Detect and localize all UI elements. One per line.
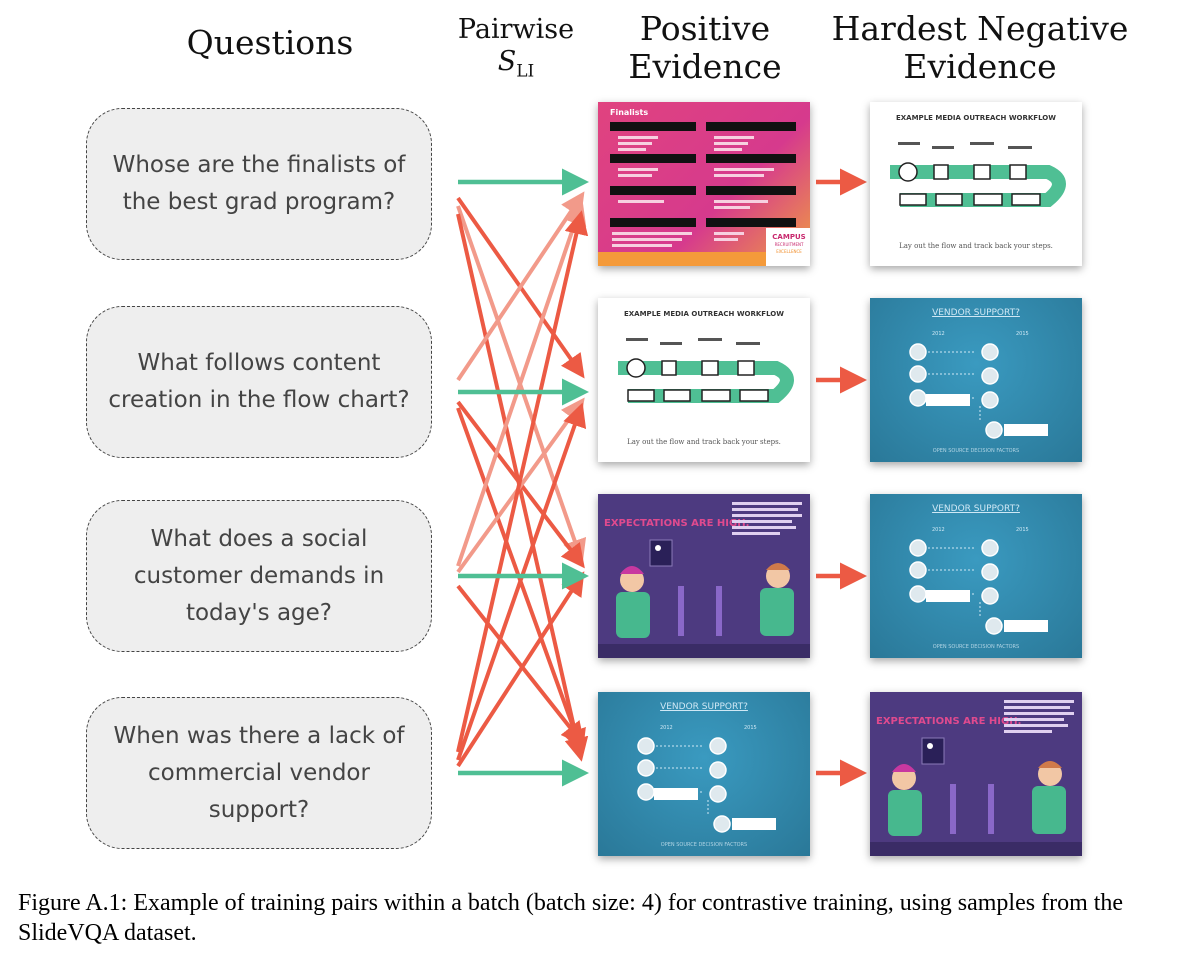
workflow-slide-title-neg: EXAMPLE MEDIA OUTREACH WORKFLOW — [896, 114, 1056, 122]
positive-arrows — [458, 168, 589, 787]
question-text-2: What follows content creation in the flo… — [108, 350, 410, 413]
figure-caption: Figure A.1: Example of training pairs wi… — [18, 890, 1124, 946]
vendor-slide-title-3: VENDOR SUPPORT? — [932, 504, 1020, 514]
vendor-slide-footer-1: OPEN SOURCE DECISION FACTORS — [660, 842, 748, 848]
negative-slide-2: VENDOR SUPPORT? 2012 2015 OPEN SOURCE DE… — [870, 298, 1082, 462]
cross-arrow-4-1 — [456, 210, 589, 753]
negative-slide-4: EXPECTATIONS ARE HIGH. — [870, 692, 1082, 856]
pairwise-symbol-s: S — [497, 46, 517, 77]
question-box-4: When was there a lack of commercial vend… — [86, 697, 432, 849]
workflow-slide-graphic — [618, 338, 794, 403]
pairwise-label: Pairwise — [457, 14, 575, 45]
vendor-year-left-2: 2012 — [932, 331, 945, 337]
question-box-3: What does a social customer demands in t… — [86, 500, 432, 652]
vendor-year-right-1: 2015 — [744, 725, 757, 731]
pairwise-symbol-subscript: LI — [516, 61, 535, 82]
vendor-slide-title-2: VENDOR SUPPORT? — [932, 308, 1020, 318]
campus-badge-line2: RECRUITMENT — [774, 242, 804, 247]
positive-slide-2: EXAMPLE MEDIA OUTREACH WORKFLOW Lay out … — [598, 298, 810, 462]
positive-evidence-header: Positive Evidence — [628, 9, 782, 86]
vendor-slide-graphic-3 — [909, 539, 1048, 635]
question-text-3: What does a social customer demands in t… — [133, 525, 385, 626]
workflow-slide-footer: Lay out the flow and track back your ste… — [627, 438, 781, 446]
cross-arrow-4-2 — [456, 402, 587, 761]
negative-evidence-header: Hardest Negative Evidence — [831, 9, 1129, 86]
expectations-slide-title: EXPECTATIONS ARE HIGH. — [604, 518, 750, 529]
workflow-slide-title: EXAMPLE MEDIA OUTREACH WORKFLOW — [624, 310, 784, 318]
workflow-slide-graphic-neg — [890, 142, 1066, 207]
cross-arrow-2-1 — [456, 191, 585, 382]
vendor-slide-footer-3: OPEN SOURCE DECISION FACTORS — [932, 644, 1020, 650]
positive-slide-1: Finalists CAMPUS RECRUITMENT EXCELLENCE — [598, 102, 810, 266]
vendor-slide-title-1: VENDOR SUPPORT? — [660, 702, 748, 712]
expectations-slide-graphic — [598, 502, 810, 658]
vendor-slide-graphic-2 — [909, 343, 1048, 439]
cross-arrow-3-4 — [456, 584, 585, 747]
vendor-year-right-3: 2015 — [1016, 527, 1029, 533]
question-box-1: Whose are the finalists of the best grad… — [86, 108, 432, 260]
negative-arrows — [816, 168, 867, 787]
question-text-1: Whose are the finalists of the best grad… — [112, 152, 406, 215]
cross-arrow-1-2 — [456, 196, 585, 379]
cross-arrow-3-1 — [456, 200, 587, 567]
question-box-2: What follows content creation in the flo… — [86, 306, 432, 458]
cross-arrow-4-3 — [456, 571, 585, 768]
workflow-slide-footer-neg: Lay out the flow and track back your ste… — [899, 242, 1053, 250]
pairwise-symbol: SLI — [436, 46, 596, 87]
positive-slide-4: VENDOR SUPPORT? 2012 2015 OPEN SOURCE DE… — [598, 692, 810, 856]
campus-badge-line3: EXCELLENCE — [776, 249, 802, 254]
vendor-slide-footer-2: OPEN SOURCE DECISION FACTORS — [932, 448, 1020, 454]
finalists-slide-title: Finalists — [610, 108, 649, 117]
questions-header: Questions — [186, 23, 354, 62]
finalists-slide-graphic — [598, 122, 810, 266]
question-text-4: When was there a lack of commercial vend… — [113, 722, 405, 823]
campus-badge-line1: CAMPUS — [772, 233, 806, 241]
vendor-year-left-3: 2012 — [932, 527, 945, 533]
vendor-slide-graphic — [637, 737, 776, 833]
campus-badge: CAMPUS RECRUITMENT EXCELLENCE — [768, 234, 810, 255]
cross-arrows — [456, 191, 589, 768]
positive-slide-3: EXPECTATIONS ARE HIGH. — [598, 494, 810, 658]
pairwise-header: Pairwise SLI — [436, 14, 596, 87]
expectations-slide-title-neg: EXPECTATIONS ARE HIGH. — [876, 716, 1022, 727]
negative-slide-1: EXAMPLE MEDIA OUTREACH WORKFLOW Lay out … — [870, 102, 1082, 266]
vendor-year-left-1: 2012 — [660, 725, 673, 731]
vendor-year-right-2: 2015 — [1016, 331, 1029, 337]
expectations-slide-graphic-neg — [870, 700, 1082, 856]
negative-slide-3: VENDOR SUPPORT? 2012 2015 OPEN SOURCE DE… — [870, 494, 1082, 658]
